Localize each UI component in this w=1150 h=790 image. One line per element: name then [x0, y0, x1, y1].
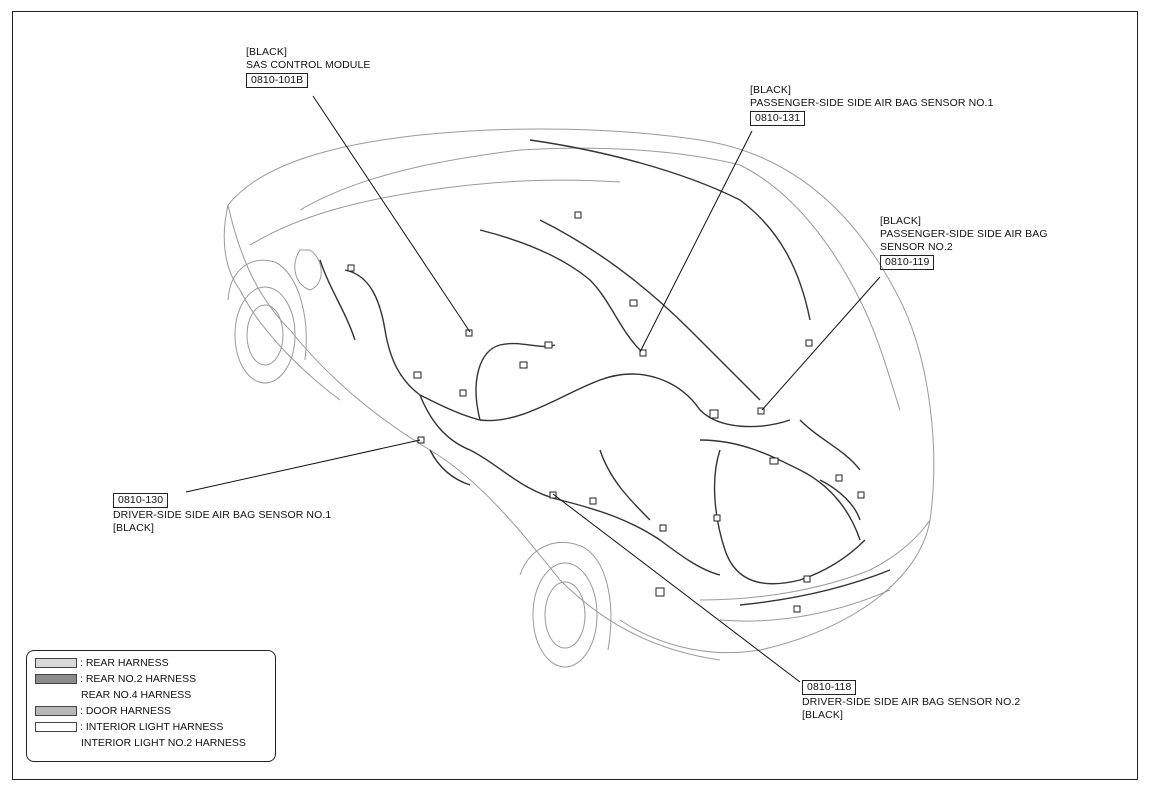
- callout-driver-side-sensor-1: 0810-130 DRIVER-SIDE SIDE AIR BAG SENSOR…: [113, 492, 331, 535]
- legend-item-rear-harness: : REAR HARNESS: [35, 657, 169, 671]
- connector-color-label: [BLACK]: [246, 46, 287, 58]
- component-name: DRIVER-SIDE SIDE AIR BAG SENSOR NO.1: [113, 509, 332, 521]
- connector-code-box: 0810-119: [880, 255, 935, 270]
- legend-item-door-harness: : DOOR HARNESS: [35, 705, 171, 719]
- connector-code-box: 0810-131: [750, 111, 806, 126]
- component-name: DRIVER-SIDE SIDE AIR BAG SENSOR NO.2: [802, 696, 1021, 708]
- connector-color-label: [BLACK]: [880, 215, 921, 227]
- legend-item-rear-no2-harness: : REAR NO.2 HARNESS: [35, 673, 196, 687]
- connector-color-label: [BLACK]: [113, 522, 154, 534]
- legend-label: : REAR NO.2 HARNESS: [80, 673, 197, 686]
- legend-item-interior-light-harness: : INTERIOR LIGHT HARNESS: [35, 721, 223, 735]
- leader-lines: [185, 95, 881, 683]
- component-name: PASSENGER-SIDE SIDE AIR BAG SENSOR NO.1: [750, 97, 994, 109]
- component-name: SAS CONTROL MODULE: [246, 59, 371, 71]
- legend-sublabel: REAR NO.4 HARNESS: [81, 689, 192, 701]
- wiring-harness: [319, 139, 891, 606]
- connector-color-label: [BLACK]: [750, 84, 791, 96]
- connector-color-label: [BLACK]: [802, 709, 843, 721]
- connector-code-box: 0810-130: [113, 493, 169, 508]
- legend-label: : DOOR HARNESS: [80, 705, 172, 718]
- callout-passenger-side-sensor-1: [BLACK] PASSENGER-SIDE SIDE AIR BAG SENS…: [750, 84, 994, 127]
- rear-wheel-left: [227, 259, 307, 384]
- connectors: [347, 211, 865, 613]
- rear-wheel-right: [519, 541, 612, 668]
- legend-swatch: [35, 706, 77, 717]
- legend-swatch: [35, 658, 77, 669]
- car-body-outline: [223, 128, 935, 661]
- connector-code-box: 0810-101B: [246, 73, 309, 88]
- drawing-frame: [12, 11, 1138, 780]
- component-name-line2: SENSOR NO.2: [880, 241, 953, 253]
- legend-sublabel: INTERIOR LIGHT NO.2 HARNESS: [81, 737, 246, 749]
- connector-code-box: 0810-118: [802, 680, 857, 695]
- callout-sas-control-module: [BLACK] SAS CONTROL MODULE 0810-101B: [246, 46, 371, 89]
- component-name-line1: PASSENGER-SIDE SIDE AIR BAG: [880, 228, 1048, 240]
- legend-label: : INTERIOR LIGHT HARNESS: [80, 721, 224, 734]
- harness-legend: : REAR HARNESS : REAR NO.2 HARNESS REAR …: [26, 650, 276, 762]
- legend-swatch: [35, 674, 77, 685]
- legend-label: : REAR HARNESS: [80, 657, 169, 670]
- callout-driver-side-sensor-2: 0810-118 DRIVER-SIDE SIDE AIR BAG SENSOR…: [802, 679, 1020, 722]
- callout-passenger-side-sensor-2: [BLACK] PASSENGER-SIDE SIDE AIR BAG SENS…: [880, 215, 1048, 271]
- legend-swatch: [35, 722, 77, 733]
